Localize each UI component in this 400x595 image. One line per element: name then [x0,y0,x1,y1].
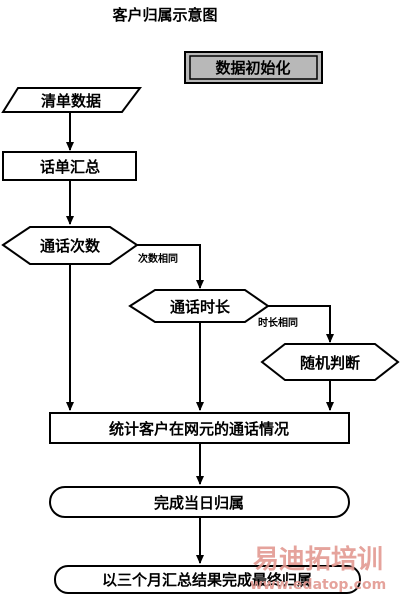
node-stats-label: 统计客户在网元的通话情况 [109,420,289,438]
node-daily-label: 完成当日归属 [154,494,244,512]
node-list-data-label: 清单数据 [41,92,101,110]
node-random-judge: 随机判断 [260,343,400,381]
node-call-count-label: 通话次数 [40,237,101,255]
watermark-url: www.edatop.com [250,577,386,593]
edge-label-same-duration: 时长相同 [258,316,298,329]
node-call-count: 通话次数 [1,226,139,265]
data-init-label: 数据初始化 [215,59,290,77]
watermark: 易迪拓培训 www.edatop.com [250,545,386,593]
edge-label-same-count: 次数相同 [138,252,178,265]
node-list-data: 清单数据 [1,87,142,113]
watermark-cn: 易迪拓培训 [253,545,383,575]
node-stats: 统计客户在网元的通话情况 [49,412,350,444]
node-summary: 话单汇总 [2,151,137,181]
node-daily: 完成当日归属 [49,486,350,518]
diagram-title: 客户归属示意图 [111,6,217,24]
node-call-duration: 通话时长 [128,289,270,323]
node-call-duration-label: 通话时长 [170,298,231,316]
data-init-badge: 数据初始化 [184,51,323,84]
node-final: 以三个月汇总结果完成最终归属 [54,565,361,594]
edge-duration-to-random [268,305,334,343]
node-random-judge-label: 随机判断 [300,354,360,372]
node-summary-label: 话单汇总 [40,158,100,176]
edge-count-to-duration [137,244,204,289]
node-final-label: 以三个月汇总结果完成最终归属 [102,571,312,589]
